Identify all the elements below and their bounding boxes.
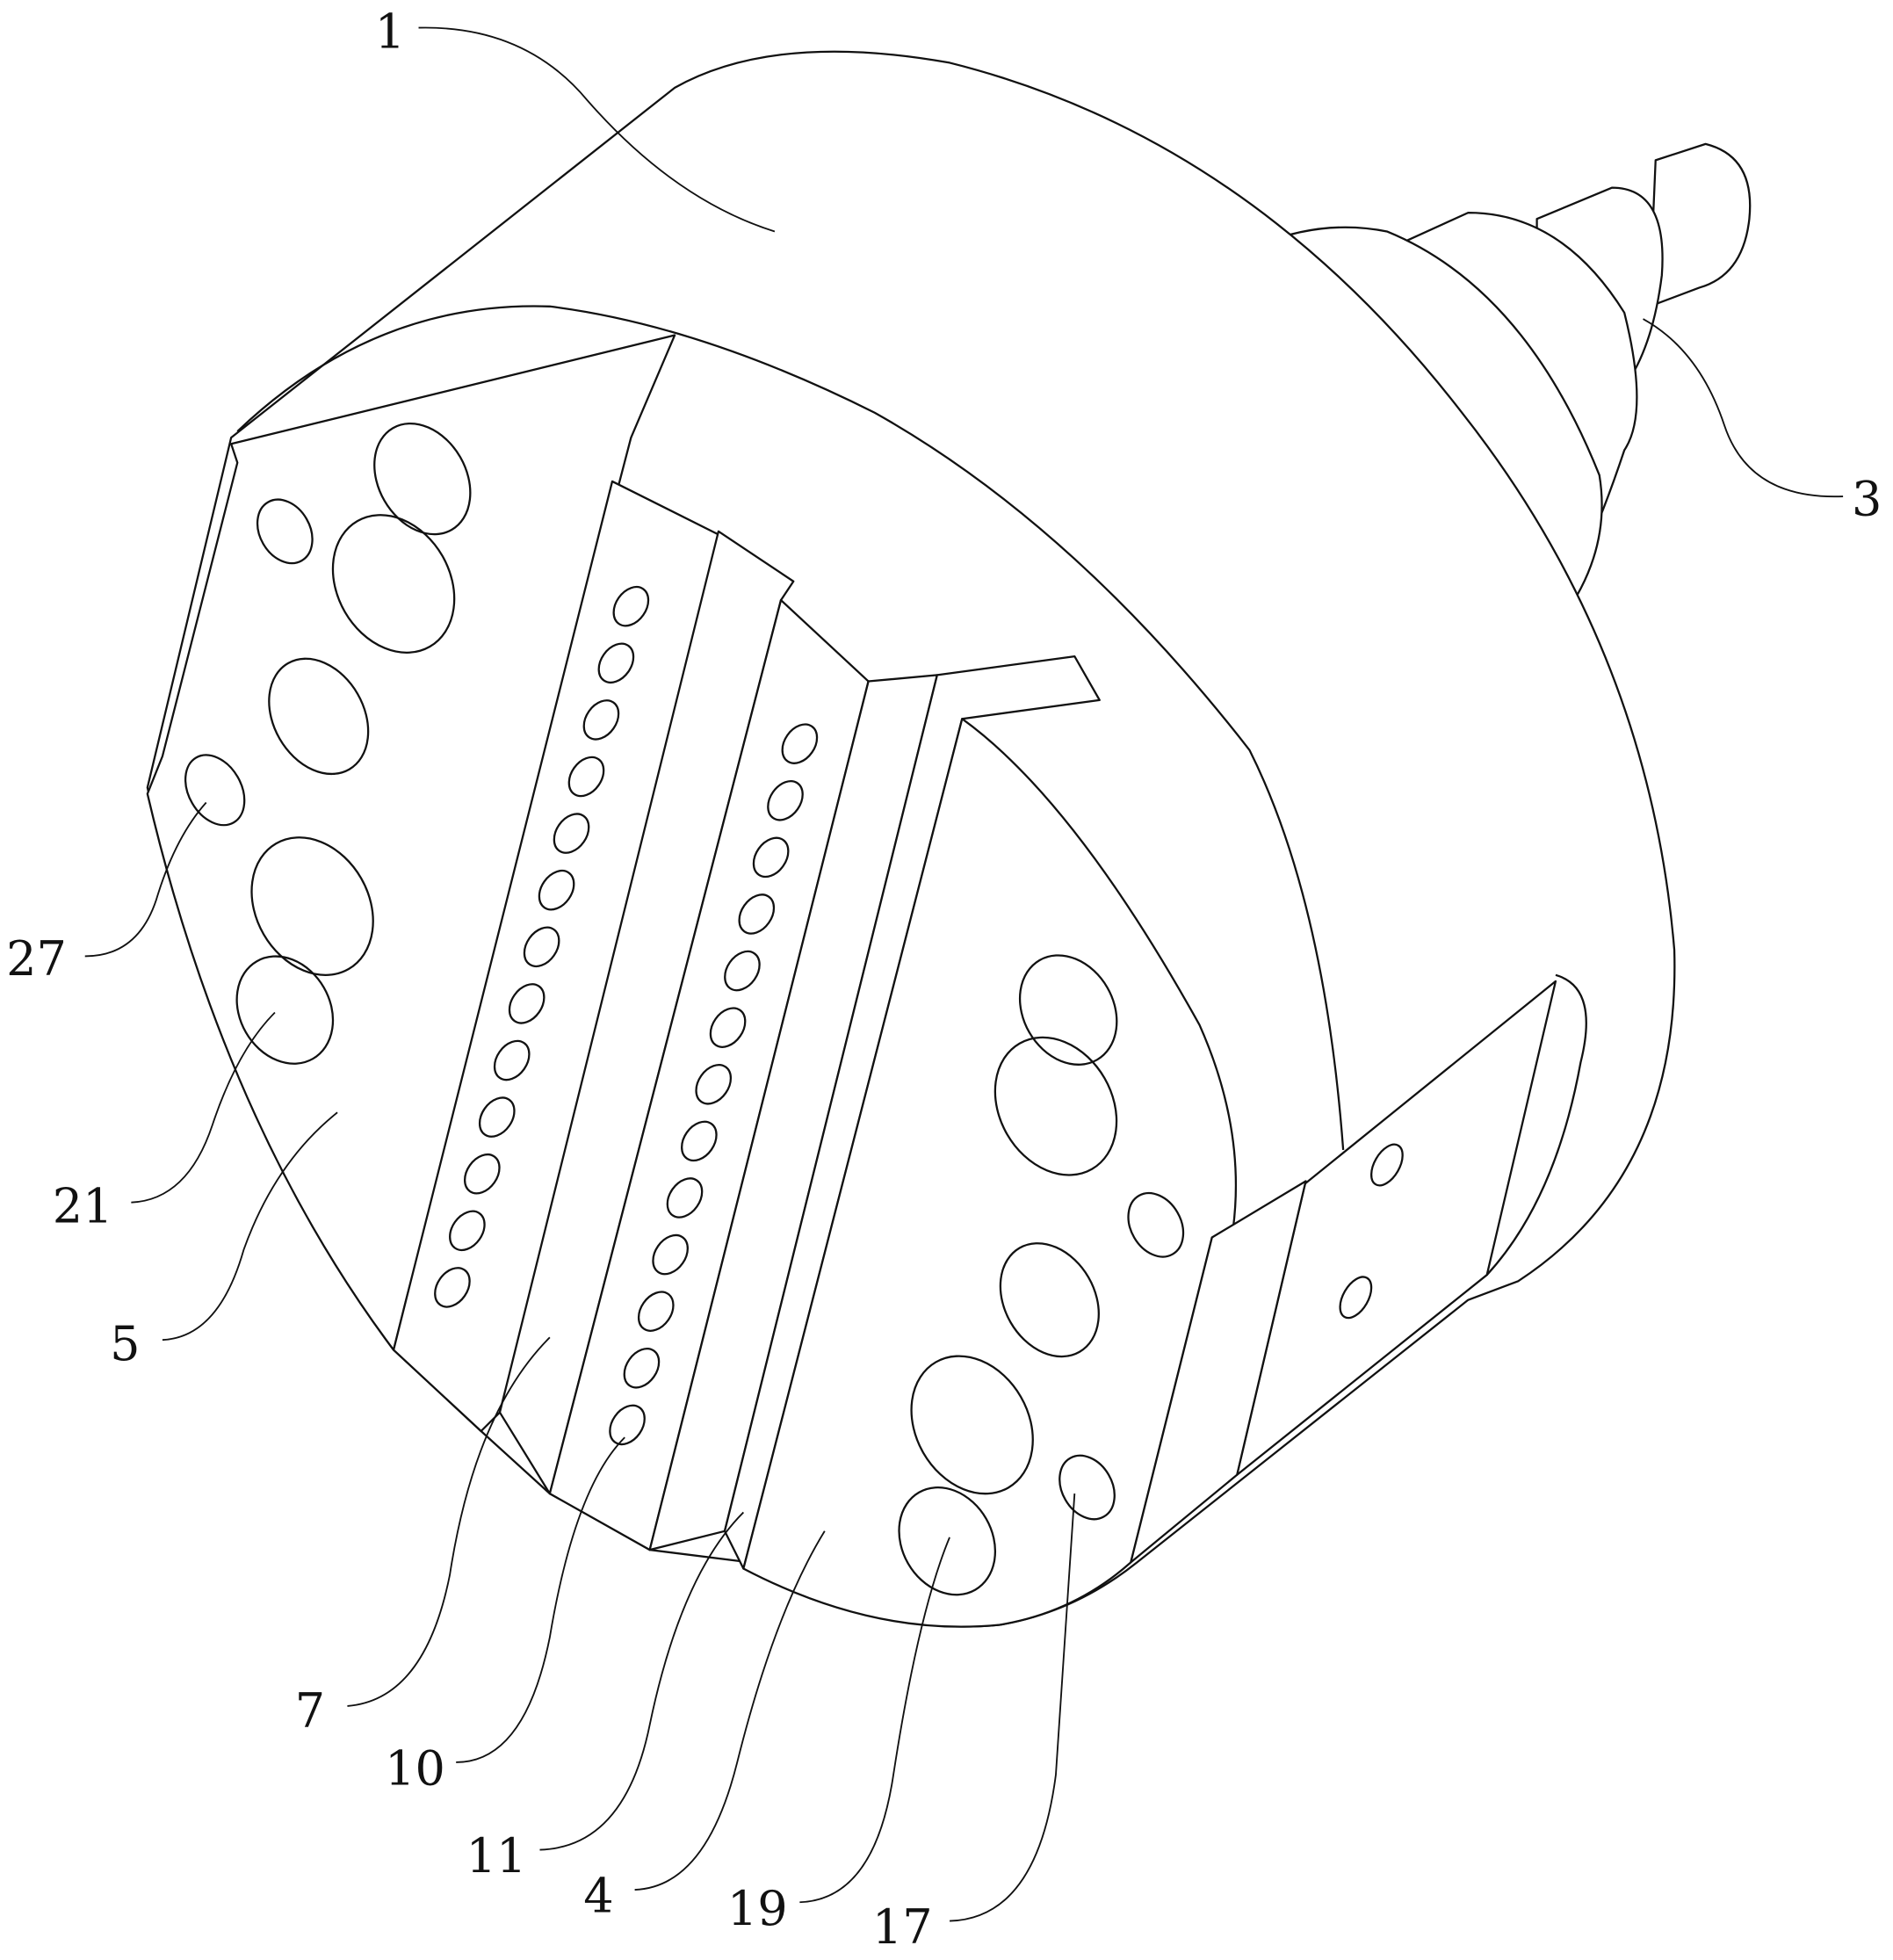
label-7: 7 <box>295 1683 325 1739</box>
label-27: 27 <box>6 931 67 987</box>
label-19: 19 <box>727 1881 788 1936</box>
label-11: 11 <box>466 1828 527 1884</box>
label-5: 5 <box>110 1316 140 1371</box>
label-3: 3 <box>1852 471 1882 526</box>
label-17: 17 <box>872 1899 933 1955</box>
label-10: 10 <box>385 1741 445 1797</box>
label-4: 4 <box>583 1869 613 1924</box>
label-1: 1 <box>375 4 405 59</box>
label-21: 21 <box>53 1178 113 1233</box>
